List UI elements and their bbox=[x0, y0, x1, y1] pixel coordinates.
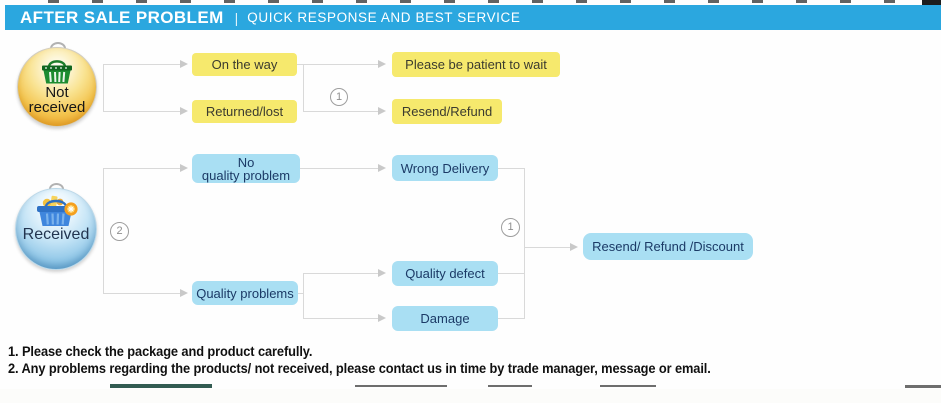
node-quality-defect: Quality defect bbox=[392, 261, 498, 286]
node-quality-problems: Quality problems bbox=[192, 281, 298, 305]
flow-connector bbox=[298, 293, 304, 294]
node-wrong-delivery: Wrong Delivery bbox=[392, 155, 498, 181]
step-marker: 1 bbox=[501, 218, 520, 237]
node-label: Please be patient to wait bbox=[405, 57, 547, 72]
bottom-band bbox=[0, 389, 941, 403]
node-damage: Damage bbox=[392, 306, 498, 331]
node-label: Wrong Delivery bbox=[400, 160, 490, 176]
note-line-1: 1. Please check the package and product … bbox=[8, 344, 313, 359]
flow-connector bbox=[524, 168, 525, 319]
bottom-cutoff-dash bbox=[600, 385, 656, 387]
blue-shopping-basket-icon bbox=[33, 194, 79, 233]
flow-connector bbox=[103, 168, 181, 169]
node-label: Quality defect bbox=[405, 266, 485, 281]
header-title: AFTER SALE PROBLEM bbox=[20, 7, 224, 27]
flow-connector bbox=[498, 168, 525, 169]
received-badge: Received bbox=[15, 188, 97, 270]
green-shopping-basket-icon bbox=[38, 57, 76, 89]
bottom-cutoff-dash bbox=[355, 385, 447, 387]
flow-connector bbox=[524, 247, 571, 248]
top-cutoff-mark bbox=[922, 0, 941, 5]
node-label: Quality problems bbox=[196, 285, 294, 301]
arrowhead bbox=[180, 289, 188, 297]
flow-connector bbox=[103, 168, 104, 293]
node-label: quality problem bbox=[201, 167, 291, 183]
flow-connector bbox=[103, 64, 181, 65]
not-received-badge: Not received bbox=[17, 47, 97, 127]
arrowhead bbox=[378, 60, 386, 68]
flow-connector bbox=[300, 168, 379, 169]
node-label: Damage bbox=[420, 311, 470, 326]
bottom-cutoff-block bbox=[110, 384, 212, 388]
flow-connector bbox=[498, 273, 525, 274]
flow-connector bbox=[303, 273, 379, 274]
flow-connector bbox=[103, 64, 104, 112]
node-label: No bbox=[237, 154, 255, 170]
arrowhead bbox=[180, 107, 188, 115]
header-separator: | bbox=[234, 9, 239, 26]
arrowhead bbox=[378, 164, 386, 172]
step-marker: 1 bbox=[330, 88, 348, 106]
arrowhead bbox=[378, 107, 386, 115]
flow-connector bbox=[103, 111, 181, 112]
node-resend-refund-discount: Resend/ Refund /Discount bbox=[583, 233, 753, 260]
arrowhead bbox=[570, 243, 578, 251]
node-label: On the way bbox=[211, 57, 278, 72]
header-bar: AFTER SALE PROBLEM | QUICK RESPONSE AND … bbox=[5, 5, 941, 30]
node-resend-refund: Resend/Refund bbox=[392, 99, 502, 124]
arrowhead bbox=[378, 269, 386, 277]
node-please-be-patient: Please be patient to wait bbox=[392, 52, 560, 77]
flow-connector bbox=[498, 318, 525, 319]
node-label: Resend/ Refund /Discount bbox=[592, 239, 744, 254]
note-line-2: 2. Any problems regarding the products/ … bbox=[8, 361, 711, 376]
flow-connector bbox=[303, 64, 304, 112]
node-returned-lost: Returned/lost bbox=[192, 100, 297, 123]
node-label: Resend/Refund bbox=[401, 104, 493, 119]
node-no-quality-problem: No quality problem bbox=[192, 154, 300, 183]
flow-connector bbox=[303, 273, 304, 319]
not-received-label-line2: received bbox=[28, 99, 86, 116]
bottom-cutoff-dash bbox=[488, 385, 532, 387]
arrowhead bbox=[180, 164, 188, 172]
header-subtitle: QUICK RESPONSE AND BEST SERVICE bbox=[247, 10, 521, 25]
top-cutoff-text bbox=[48, 0, 921, 3]
not-received-label-line1: Not bbox=[45, 84, 69, 101]
flow-connector bbox=[297, 64, 379, 65]
node-label: Returned/lost bbox=[205, 104, 284, 119]
arrowhead bbox=[378, 314, 386, 322]
step-marker: 2 bbox=[110, 222, 129, 241]
arrowhead bbox=[180, 60, 188, 68]
flow-connector bbox=[303, 111, 379, 112]
node-on-the-way: On the way bbox=[192, 53, 297, 76]
received-label: Received bbox=[22, 226, 90, 243]
flow-connector bbox=[103, 293, 181, 294]
flow-connector bbox=[303, 318, 379, 319]
bottom-cutoff-dash bbox=[905, 385, 941, 388]
